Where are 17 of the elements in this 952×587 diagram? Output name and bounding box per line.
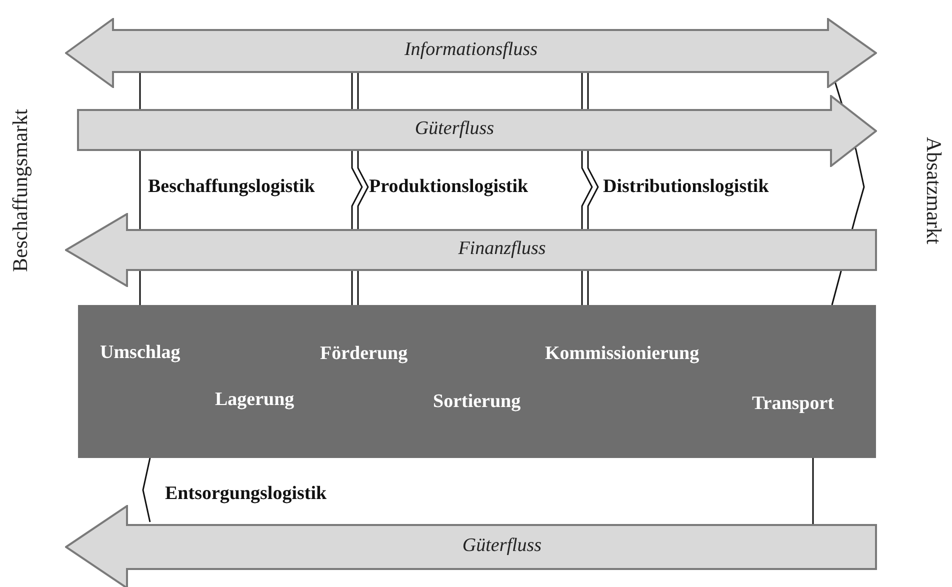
flow-label: Güterfluss <box>414 118 496 140</box>
side-label: Beschaffungsmarkt <box>8 108 32 272</box>
flow-label: Güterfluss <box>461 535 543 557</box>
segment-label: Beschaffungslogistik <box>148 176 315 198</box>
segment-label: Entsorgungslogistik <box>165 483 327 505</box>
segment-label: Produktionslogistik <box>369 176 528 198</box>
side-label: Absatzmarkt <box>922 136 946 244</box>
process-panel <box>78 305 876 458</box>
activity-label: Kommissionierung <box>545 343 700 365</box>
activity-label: Sortierung <box>433 391 521 413</box>
flow-label: Finanzfluss <box>457 238 547 260</box>
activity-label: Transport <box>752 393 834 415</box>
segment-label: Distributionslogistik <box>603 176 769 198</box>
activity-label: Lagerung <box>215 389 294 411</box>
flow-label: Informationsfluss <box>403 39 539 61</box>
activity-label: Umschlag <box>100 342 180 364</box>
activity-label: Förderung <box>320 343 408 365</box>
